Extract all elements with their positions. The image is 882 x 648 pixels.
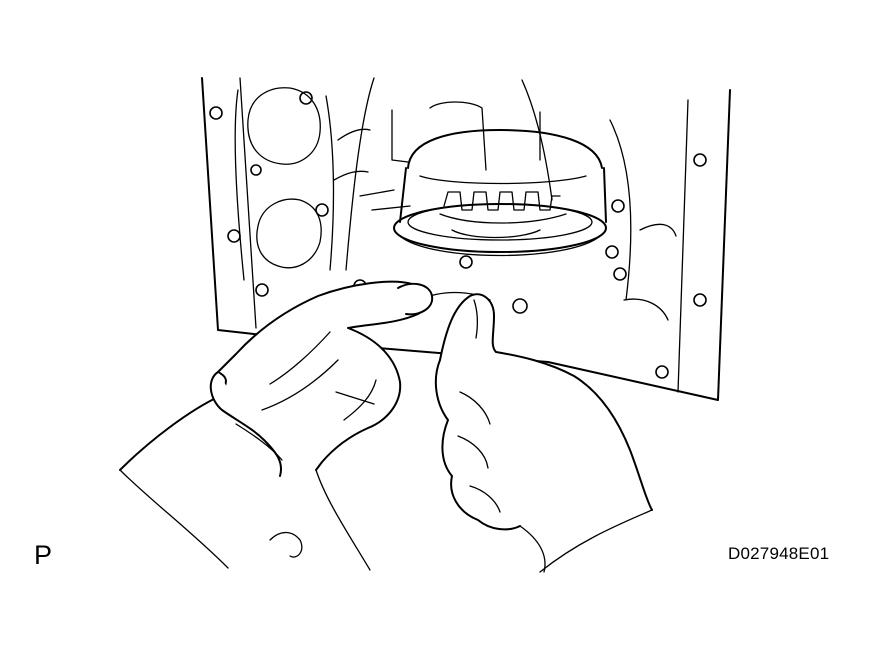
air-gun-hand — [119, 280, 434, 571]
figure-code: D027948E01 — [728, 544, 830, 563]
clutch-drum-assembly — [359, 101, 607, 257]
case-bores — [234, 87, 335, 281]
right-hand — [434, 293, 653, 573]
view-letter: P — [34, 540, 53, 570]
bolt-holes — [209, 91, 707, 379]
